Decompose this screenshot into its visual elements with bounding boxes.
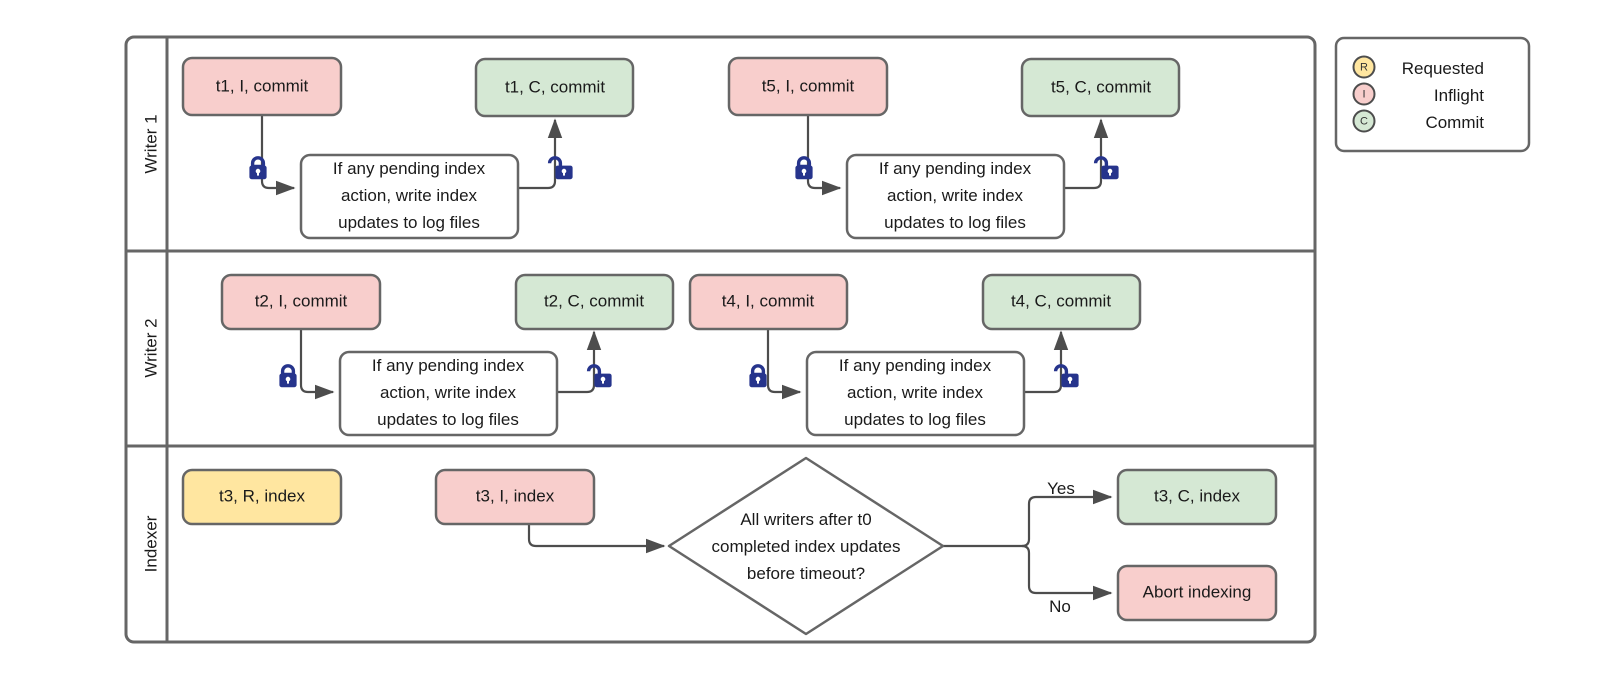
legend-badge-letter: I <box>1362 89 1365 101</box>
node-ix-decision[interactable]: All writers after t0 completed index upd… <box>667 456 945 636</box>
writer-1-edges <box>260 115 1109 196</box>
note-line-1: If any pending index <box>879 159 1032 178</box>
legend-item-inflight: I Inflight <box>1352 82 1484 106</box>
lane-label-text: Writer 1 <box>141 114 160 173</box>
lane-label-text: Writer 2 <box>141 318 160 377</box>
note-line-2: action, write index <box>380 383 517 402</box>
node-ix-t3-requested[interactable]: t3, R, index <box>181 468 343 526</box>
node-w1-t1-inflight[interactable]: t1, I, commit <box>181 56 343 117</box>
unlock-icon-w2-4 <box>1053 364 1079 388</box>
unlock-icon-w1-4 <box>1093 156 1119 180</box>
unlock-icon-w2-2 <box>586 364 612 388</box>
decision-line-2: completed index updates <box>711 537 900 556</box>
lane-label-indexer: Indexer <box>141 515 160 572</box>
legend-label: Commit <box>1425 113 1484 132</box>
decision-line-3: before timeout? <box>747 564 865 583</box>
legend-label: Inflight <box>1434 86 1484 105</box>
legend-label: Requested <box>1402 59 1484 78</box>
edge-w1-t5i-to-note2 <box>806 115 842 196</box>
note-line-3: updates to log files <box>377 410 519 429</box>
note-line-1: If any pending index <box>372 356 525 375</box>
note-line-1: If any pending index <box>333 159 486 178</box>
lock-icon-w1-3 <box>795 156 813 180</box>
node-w2-note-2[interactable]: If any pending index action, write index… <box>805 350 1026 437</box>
lane-label-writer-1: Writer 1 <box>141 114 160 173</box>
node-w1-note-2[interactable]: If any pending index action, write index… <box>845 153 1066 240</box>
note-line-3: updates to log files <box>338 213 480 232</box>
legend-panel: R Requested I Inflight C Commit <box>1334 36 1531 153</box>
edge-w2-t4i-to-note2 <box>766 329 802 400</box>
lane-label-text: Indexer <box>141 515 160 572</box>
legend-item-requested: R Requested <box>1352 55 1484 79</box>
node-label: t1, I, commit <box>216 76 309 95</box>
node-label: t2, I, commit <box>255 291 348 310</box>
lane-frame <box>124 35 1317 644</box>
edge-decision-yes <box>1021 489 1113 548</box>
node-ix-t3-commit[interactable]: t3, C, index <box>1116 468 1278 526</box>
writer-2-edges <box>299 329 1069 400</box>
note-line-2: action, write index <box>847 383 984 402</box>
edge-w2-note1-to-t2c <box>557 330 602 394</box>
lock-icon-w2-3 <box>749 364 767 388</box>
note-line-2: action, write index <box>341 186 478 205</box>
node-label: t2, C, commit <box>544 291 644 310</box>
node-label: t1, C, commit <box>505 77 605 96</box>
node-w2-t2-inflight[interactable]: t2, I, commit <box>220 273 382 331</box>
node-label: t5, C, commit <box>1051 77 1151 96</box>
node-label: t3, C, index <box>1154 486 1240 505</box>
lock-icon-w2-1 <box>279 364 297 388</box>
lane-label-writer-2: Writer 2 <box>141 318 160 377</box>
note-line-3: updates to log files <box>844 410 986 429</box>
edge-w2-t2i-to-note1 <box>299 329 335 400</box>
note-line-2: action, write index <box>887 186 1024 205</box>
edge-w1-note2-to-t5c <box>1064 118 1109 190</box>
edge-w1-note1-to-t1c <box>518 118 563 190</box>
node-label: t4, I, commit <box>722 291 815 310</box>
legend-item-commit: C Commit <box>1352 109 1484 133</box>
edge-label-no: No <box>1049 597 1071 616</box>
node-label: t3, I, index <box>476 486 555 505</box>
decision-line-1: All writers after t0 <box>740 510 871 529</box>
lock-icon-w1-1 <box>249 156 267 180</box>
edge-w2-note2-to-t4c <box>1024 330 1069 394</box>
node-label: t4, C, commit <box>1011 291 1111 310</box>
note-line-1: If any pending index <box>839 356 992 375</box>
node-w2-note-1[interactable]: If any pending index action, write index… <box>338 350 559 437</box>
legend-badge-letter: R <box>1360 62 1368 74</box>
node-w1-note-1[interactable]: If any pending index action, write index… <box>299 153 520 240</box>
node-ix-abort[interactable]: Abort indexing <box>1116 564 1278 622</box>
node-w1-t5-commit[interactable]: t5, C, commit <box>1020 57 1181 118</box>
node-w2-t2-commit[interactable]: t2, C, commit <box>514 273 675 331</box>
node-w1-t5-inflight[interactable]: t5, I, commit <box>727 56 889 117</box>
edge-label-yes: Yes <box>1047 479 1075 498</box>
note-line-3: updates to log files <box>884 213 1026 232</box>
node-w2-t4-inflight[interactable]: t4, I, commit <box>688 273 849 331</box>
node-label: t5, I, commit <box>762 76 855 95</box>
node-w1-t1-commit[interactable]: t1, C, commit <box>474 57 635 118</box>
node-label: Abort indexing <box>1143 582 1252 601</box>
edge-decision-no <box>1021 544 1113 601</box>
unlock-icon-w1-2 <box>547 156 573 180</box>
indexer-edges: Yes No <box>527 479 1113 616</box>
legend-badge-letter: C <box>1360 116 1368 128</box>
node-label: t3, R, index <box>219 486 305 505</box>
node-w2-t4-commit[interactable]: t4, C, commit <box>981 273 1142 331</box>
edge-t3i-to-decision <box>527 523 666 554</box>
node-ix-t3-inflight[interactable]: t3, I, index <box>434 468 596 526</box>
edge-w1-t1i-to-note1 <box>260 115 296 196</box>
